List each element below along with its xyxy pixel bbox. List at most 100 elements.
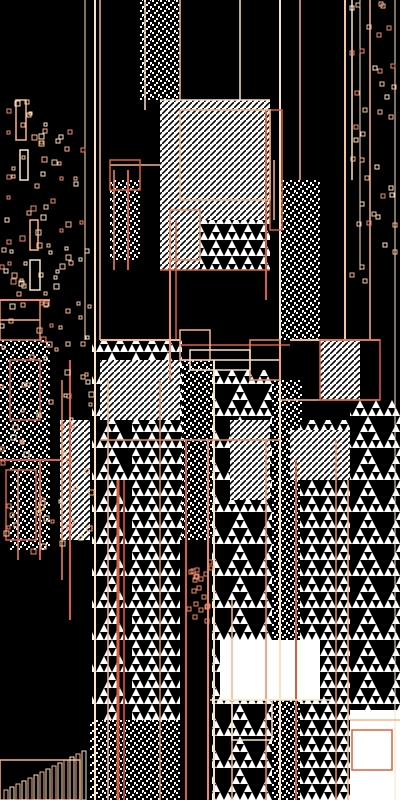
ramp-bar — [39, 771, 45, 800]
ramp-bar — [3, 789, 9, 800]
scatter-square — [372, 65, 378, 71]
scatter-square — [30, 205, 37, 212]
scatter-square — [69, 417, 74, 422]
scatter-square — [59, 176, 64, 181]
scatter-square — [50, 198, 56, 204]
scatter-square — [7, 261, 12, 266]
scatter-square — [41, 156, 48, 163]
outlined-box — [351, 729, 393, 771]
scatter-square — [40, 171, 46, 177]
pattern-region — [100, 360, 180, 420]
scatter-square — [73, 486, 78, 491]
scatter-square — [39, 301, 44, 306]
outlined-box — [109, 159, 141, 191]
scatter-square — [392, 222, 398, 228]
scatter-square — [186, 606, 192, 612]
scatter-square — [353, 137, 359, 143]
outlined-box — [179, 329, 211, 361]
scatter-square — [362, 107, 368, 113]
scatter-square — [13, 522, 19, 528]
scatter-square — [36, 412, 42, 418]
scatter-square — [28, 111, 33, 116]
scatter-square — [0, 384, 4, 389]
ramp-bar — [63, 759, 69, 800]
outlined-box — [29, 259, 41, 291]
scatter-square — [59, 228, 64, 233]
outlined-box — [231, 699, 273, 741]
scatter-square — [377, 68, 383, 74]
scatter-square — [11, 166, 16, 171]
scatter-square — [43, 204, 49, 210]
scatter-square — [53, 275, 58, 280]
scatter-square — [85, 335, 90, 340]
scatter-square — [6, 525, 11, 530]
scatter-square — [354, 90, 360, 96]
scatter-square — [53, 283, 60, 290]
scatter-square — [21, 283, 27, 289]
scatter-square — [48, 399, 54, 405]
scatter-square — [379, 81, 385, 87]
ramp-bar — [33, 774, 39, 800]
scatter-square — [380, 193, 386, 199]
scatter-square — [46, 243, 51, 248]
scatter-square — [388, 114, 394, 120]
scatter-square — [1, 345, 6, 350]
scatter-square — [6, 239, 12, 245]
scatter-square — [64, 146, 70, 152]
scatter-square — [350, 156, 356, 162]
scatter-square — [198, 607, 204, 613]
scatter-square — [390, 63, 396, 69]
scatter-square — [78, 535, 84, 541]
scatter-square — [66, 458, 72, 464]
outlined-box — [0, 299, 41, 341]
scatter-square — [362, 278, 368, 284]
ramp-bar — [69, 756, 75, 800]
scatter-square — [43, 356, 48, 361]
scatter-square — [374, 164, 380, 170]
scatter-square — [58, 134, 64, 140]
scatter-square — [0, 264, 5, 270]
scatter-square — [30, 548, 37, 555]
scatter-square — [79, 220, 84, 225]
scatter-square — [12, 424, 19, 431]
scatter-square — [193, 574, 199, 580]
scatter-square — [364, 175, 370, 181]
scatter-square — [9, 512, 15, 518]
pattern-region — [60, 420, 90, 540]
scatter-square — [16, 291, 22, 297]
ramp-bar — [15, 783, 21, 800]
scatter-square — [366, 24, 372, 30]
scatter-square — [391, 84, 397, 90]
scatter-square — [3, 268, 9, 274]
scatter-square — [14, 100, 21, 107]
scatter-square — [46, 341, 53, 348]
scatter-square — [1, 247, 7, 253]
scatter-square — [85, 379, 91, 385]
scatter-square — [6, 174, 12, 180]
scatter-square — [23, 261, 28, 266]
scatter-square — [371, 211, 377, 217]
scatter-square — [193, 601, 199, 607]
scatter-square — [11, 272, 18, 279]
scatter-square — [64, 369, 71, 376]
outlined-box — [15, 99, 27, 141]
scatter-square — [78, 315, 83, 320]
scatter-square — [80, 374, 86, 380]
scatter-square — [207, 559, 213, 565]
scatter-square — [43, 302, 49, 308]
scatter-square — [36, 327, 43, 334]
scatter-square — [380, 3, 386, 9]
white-slab — [220, 640, 320, 700]
scatter-square — [8, 318, 14, 324]
scatter-square — [38, 272, 44, 278]
scatter-square — [68, 260, 74, 266]
outlined-box — [5, 469, 37, 541]
scatter-square — [40, 543, 47, 550]
scatter-square — [10, 434, 17, 441]
scatter-square — [58, 499, 63, 504]
scatter-square — [57, 161, 62, 166]
scatter-square — [54, 347, 59, 352]
scatter-square — [43, 122, 48, 127]
scatter-square — [60, 424, 65, 429]
